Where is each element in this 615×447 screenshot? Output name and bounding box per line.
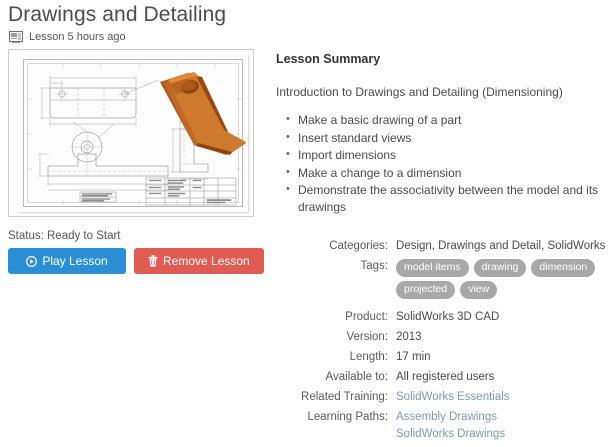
- version-value: 2013: [396, 331, 422, 343]
- bracket-3d-model: [160, 72, 246, 155]
- list-item: Make a change to a dimension: [286, 164, 612, 182]
- learning-paths-value: Assembly Drawings SolidWorks Drawings: [396, 409, 615, 443]
- detail-row-available: Available to: All registered users: [300, 369, 615, 385]
- tag-badge[interactable]: model items: [396, 259, 469, 277]
- tags-value: model items drawing dimension projected …: [396, 258, 615, 299]
- lesson-drawing-thumbnail[interactable]: [8, 49, 254, 217]
- lesson-details: Categories: Design, Drawings and Detail,…: [300, 238, 615, 447]
- product-label: Product:: [345, 311, 388, 323]
- available-value: All registered users: [396, 371, 495, 383]
- detail-row-related-training: Related Training: SolidWorks Essentials: [300, 389, 615, 405]
- tag-badge[interactable]: view: [460, 281, 498, 299]
- lesson-meta: Lesson 5 hours ago: [9, 31, 126, 43]
- play-circle-icon: [26, 255, 38, 267]
- lesson-action-buttons: Play Lesson Remove Lesson: [8, 248, 264, 274]
- lesson-summary-intro: Introduction to Drawings and Detailing (…: [276, 85, 563, 99]
- tag-badge[interactable]: drawing: [473, 259, 527, 277]
- categories-value: Design, Drawings and Detail, SolidWorks: [396, 240, 606, 252]
- page-title: Drawings and Detailing: [8, 3, 227, 26]
- categories-label: Categories:: [329, 240, 388, 252]
- length-value: 17 min: [396, 351, 431, 363]
- product-value: SolidWorks 3D CAD: [396, 311, 500, 323]
- list-item: Make a basic drawing of a part: [286, 111, 612, 129]
- version-label: Version:: [346, 331, 388, 343]
- related-training-link[interactable]: SolidWorks Essentials: [396, 391, 510, 403]
- lesson-summary-section: Lesson Summary Introduction to Drawings …: [276, 52, 612, 216]
- tag-badge[interactable]: dimension: [531, 259, 596, 277]
- lesson-status: Status: Ready to Start: [8, 230, 121, 242]
- lesson-meta-text: Lesson 5 hours ago: [29, 31, 126, 43]
- detail-row-version: Version: 2013: [300, 329, 615, 345]
- detail-row-tags: Tags: model items drawing dimension proj…: [300, 258, 615, 299]
- list-item: Import dimensions: [286, 146, 612, 164]
- tag-list: model items drawing dimension projected …: [396, 259, 615, 299]
- tags-label: Tags:: [360, 260, 389, 272]
- trash-icon: [148, 255, 158, 267]
- detail-row-product: Product: SolidWorks 3D CAD: [300, 309, 615, 325]
- drawing-sheet: [18, 54, 248, 212]
- lesson-summary-heading: Lesson Summary: [276, 52, 381, 66]
- tag-badge[interactable]: projected: [396, 281, 456, 299]
- remove-lesson-button[interactable]: Remove Lesson: [134, 248, 264, 274]
- sheet-inner-border: [27, 63, 239, 203]
- available-label: Available to:: [325, 371, 388, 383]
- detail-row-learning-paths: Learning Paths: Assembly Drawings SolidW…: [300, 409, 615, 443]
- detail-row-length: Length: 17 min: [300, 349, 615, 365]
- list-item: Insert standard views: [286, 129, 612, 147]
- related-training-label: Related Training:: [301, 391, 388, 403]
- drawing-content: [27, 63, 246, 206]
- play-lesson-button[interactable]: Play Lesson: [8, 248, 126, 274]
- list-item: Demonstrate the associativity between th…: [286, 181, 612, 215]
- remove-lesson-label: Remove Lesson: [163, 254, 250, 268]
- learning-path-link[interactable]: SolidWorks Drawings: [396, 428, 506, 440]
- sheet-outer-border: [23, 59, 243, 207]
- learning-paths-label: Learning Paths:: [307, 411, 388, 423]
- lesson-objectives-list: Make a basic drawing of a part Insert st…: [276, 111, 612, 215]
- learning-path-link[interactable]: Assembly Drawings: [396, 411, 497, 423]
- length-label: Length:: [349, 351, 388, 363]
- related-training-value: SolidWorks Essentials: [396, 389, 615, 405]
- play-lesson-label: Play Lesson: [42, 254, 108, 268]
- detail-row-categories: Categories: Design, Drawings and Detail,…: [300, 238, 615, 254]
- lesson-screen-icon: [9, 31, 23, 43]
